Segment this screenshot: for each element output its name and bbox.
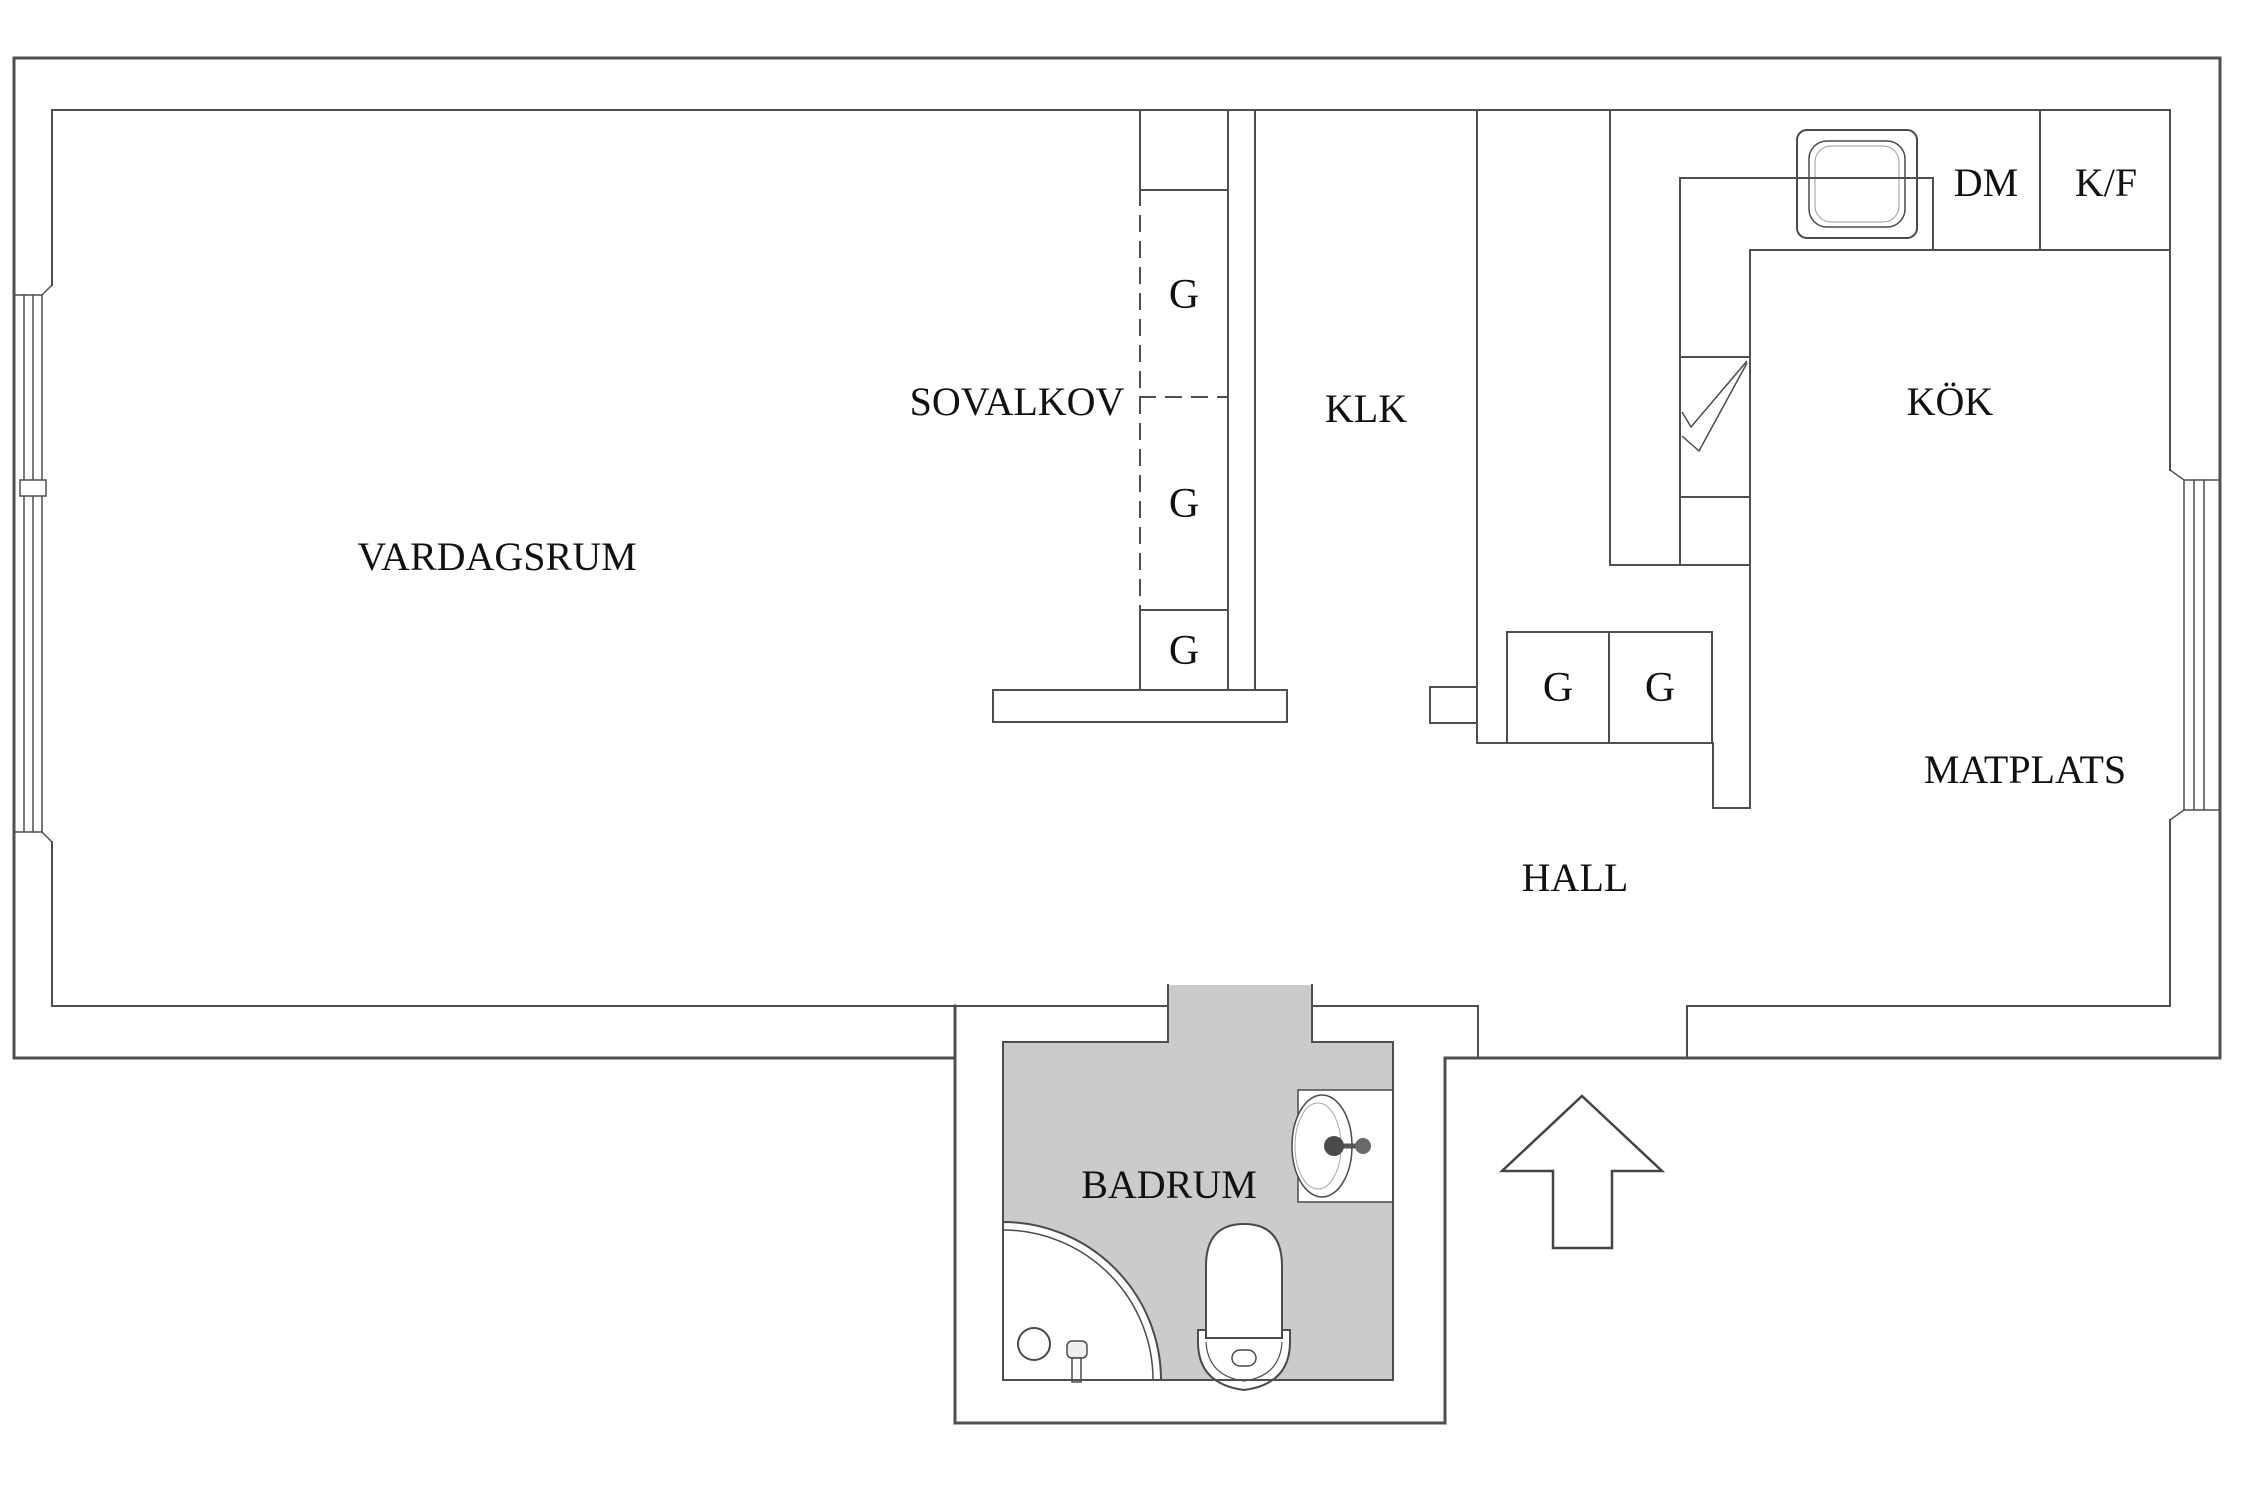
room-label-kok: KÖK [1907,379,1994,424]
wardrobe-label-sovalkov-middle: G [1169,481,1199,527]
shower-tap-icon [1066,1340,1088,1383]
tall-cabinet-mark-icon [1681,360,1748,429]
wardrobe-label-sovalkov-bottom: G [1169,628,1199,674]
room-label-vardagsrum: VARDAGSRUM [357,534,636,579]
window-left [13,283,54,844]
entrance-arrow-icon [1498,1094,1666,1250]
outer-walls [12,56,2222,1425]
bathroom-door-opening [1169,985,1311,1042]
bathroom-fixtures [1002,1089,1394,1392]
inner-walls [51,109,2171,1059]
sovalkov-wardrobes [992,109,1288,723]
floor-drain-icon [1017,1327,1051,1361]
wardrobe-label-hall-right: G [1645,665,1675,711]
room-label-sovalkov: SOVALKOV [910,379,1125,424]
window-mullion [19,479,47,497]
window-right [2168,468,2221,822]
closet-bench [992,689,1288,723]
shower-screen-inner-line [1002,1229,1154,1381]
wardrobe-label-hall-left: G [1543,665,1573,711]
toilet-icon [1197,1222,1291,1392]
kitchen-counters [1609,109,2171,566]
hall-wardrobes [1506,249,1751,809]
appliance-label-fridge-freezer: K/F [2075,160,2137,205]
room-label-matplats: MATPLATS [1924,747,2126,792]
appliance-label-dishwasher: DM [1954,160,2018,205]
room-label-badrum: BADRUM [1081,1162,1257,1207]
kitchen-fixtures [1681,129,1918,453]
labels: VARDAGSRUM SOVALKOV KLK KÖK MATPLATS HAL… [357,160,2137,1207]
wardrobe-label-sovalkov-top: G [1169,272,1199,318]
room-label-klk: KLK [1325,386,1407,431]
bathroom-sink-icon [1291,1089,1394,1203]
room-label-hall: HALL [1522,855,1629,900]
walls [12,56,2222,1425]
bathroom-walls [1002,1041,1394,1381]
